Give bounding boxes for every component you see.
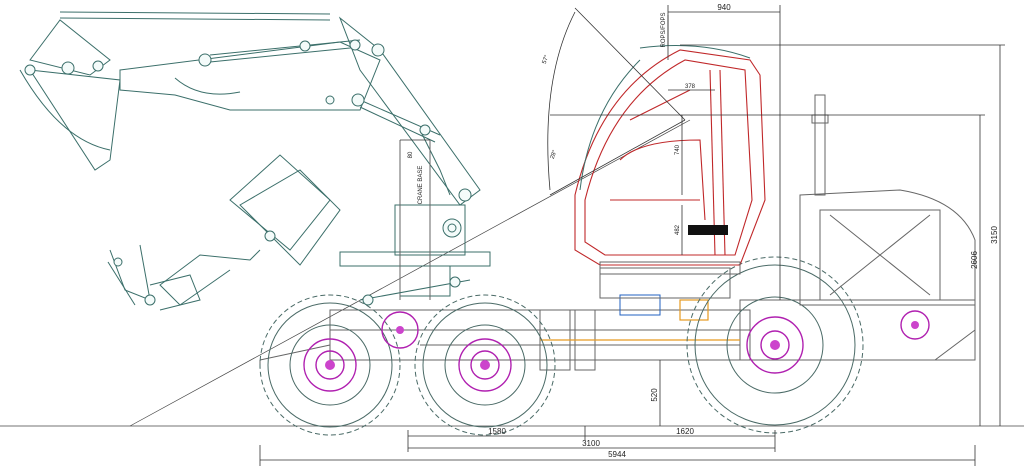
dim-overall-length: 5944 (259, 445, 976, 466)
label-cab-width-top: 940 (717, 3, 731, 12)
crane-boom (19, 11, 481, 311)
label-overall-length: 5944 (608, 450, 626, 459)
label-view-angle-lower: 28° (550, 149, 559, 160)
dim-crane-post: 80 CRANE BASE (400, 139, 430, 205)
label-crane-note: CRANE BASE (418, 166, 424, 205)
label-cab-height: 2606 (970, 251, 979, 269)
bogie-hubs (381, 310, 930, 349)
crane-base (339, 140, 491, 306)
engine-hood (799, 94, 976, 306)
cab-note: ROPS/FOPS (661, 12, 669, 48)
dim-cab-inner-height: 740 (675, 115, 683, 195)
chassis-frame (259, 267, 976, 371)
dim-overall-height: 3150 (680, 44, 1005, 426)
label-mid-to-axle: 1620 (676, 427, 694, 436)
label-front-to-mid: 1580 (488, 427, 506, 436)
wheel-front-2 (414, 294, 556, 436)
label-seat-height: 482 (675, 224, 681, 235)
label-cab-note: ROPS/FOPS (661, 12, 667, 47)
label-view-angle-upper: 57° (542, 54, 551, 65)
wheel-front-1 (259, 294, 401, 436)
view-angle-arcs: 57° 28° (542, 7, 686, 196)
dim-seat-height: 482 (675, 205, 683, 255)
dim-wheelbase: 3100 (407, 430, 776, 452)
label-overall-height: 3150 (990, 226, 999, 244)
label-cab-inner-height: 740 (675, 144, 681, 155)
dim-mid-to-axle: 1620 (585, 427, 775, 437)
operator-cab (574, 45, 766, 275)
dim-front-to-mid: 1580 (408, 426, 586, 440)
dim-cab-offset: 378 (668, 84, 715, 91)
dim-cab-height: 2606 (550, 114, 985, 426)
label-wheelbase: 3100 (582, 439, 600, 448)
label-cab-offset: 378 (685, 84, 696, 90)
sight-line (129, 119, 691, 427)
dim-ground-clearance: 520 (650, 360, 661, 426)
label-crane-post-offset: 80 (408, 151, 414, 158)
label-ground-clearance: 520 (650, 388, 659, 402)
